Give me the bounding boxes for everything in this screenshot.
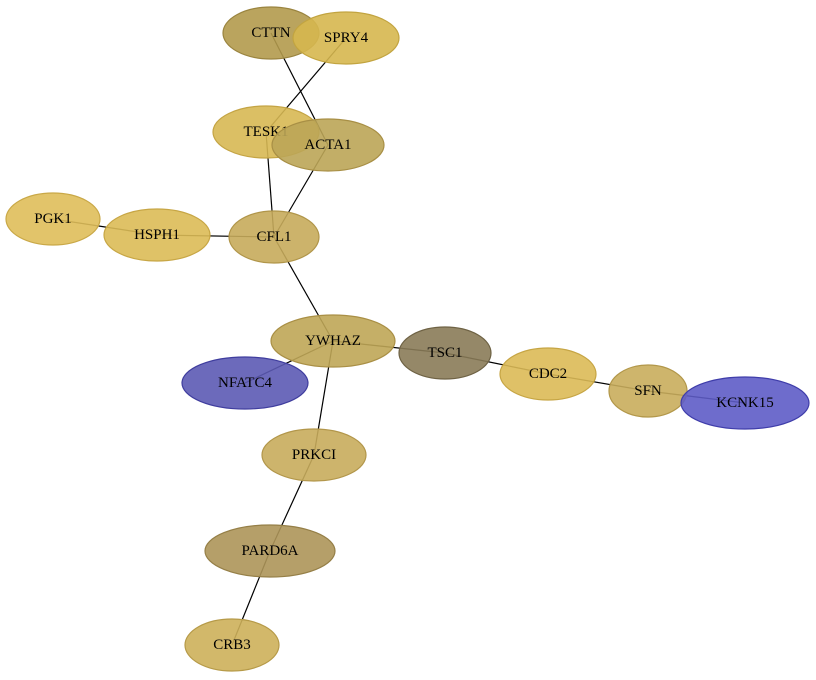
node-pard6a[interactable]: PARD6A: [204, 524, 336, 578]
node-label-ywhaz: YWHAZ: [305, 333, 361, 349]
node-tsc1[interactable]: TSC1: [398, 326, 492, 380]
node-crb3[interactable]: CRB3: [184, 618, 280, 672]
node-shape-crb3: [184, 618, 280, 672]
node-shape-cfl1: [228, 210, 320, 264]
node-shape-tsc1: [398, 326, 492, 380]
node-pgk1[interactable]: PGK1: [5, 192, 101, 246]
node-hsph1[interactable]: HSPH1: [103, 208, 211, 262]
node-shape-sfn: [608, 364, 688, 418]
node-shape-nfatc4: [181, 356, 309, 410]
node-shape-pard6a: [204, 524, 336, 578]
node-shape-ywhaz: [270, 314, 396, 368]
node-kcnk15[interactable]: KCNK15: [680, 376, 810, 430]
node-shape-kcnk15: [680, 376, 810, 430]
node-shape-acta1: [271, 118, 385, 172]
node-prkci[interactable]: PRKCI: [261, 428, 367, 482]
node-cfl1[interactable]: CFL1: [228, 210, 320, 264]
node-label-acta1: ACTA1: [304, 137, 351, 153]
node-sfn[interactable]: SFN: [608, 364, 688, 418]
node-label-prkci: PRKCI: [292, 447, 336, 463]
node-label-cttn: CTTN: [251, 25, 290, 41]
node-label-tsc1: TSC1: [427, 345, 462, 361]
node-label-cfl1: CFL1: [256, 229, 291, 245]
node-shape-spry4: [292, 11, 400, 65]
node-label-pgk1: PGK1: [34, 211, 72, 227]
node-label-nfatc4: NFATC4: [218, 375, 272, 391]
edges-layer: [52, 32, 746, 646]
node-shape-cdc2: [499, 347, 597, 401]
node-label-pard6a: PARD6A: [242, 543, 299, 559]
node-nfatc4[interactable]: NFATC4: [181, 356, 309, 410]
node-label-cdc2: CDC2: [529, 366, 567, 382]
node-label-crb3: CRB3: [213, 637, 251, 653]
node-ywhaz[interactable]: YWHAZ: [270, 314, 396, 368]
node-cdc2[interactable]: CDC2: [499, 347, 597, 401]
node-shape-prkci: [261, 428, 367, 482]
node-label-hsph1: HSPH1: [134, 227, 180, 243]
node-shape-pgk1: [5, 192, 101, 246]
node-label-spry4: SPRY4: [324, 30, 369, 46]
node-label-kcnk15: KCNK15: [716, 395, 774, 411]
node-label-sfn: SFN: [634, 383, 662, 399]
node-spry4[interactable]: SPRY4: [292, 11, 400, 65]
node-acta1[interactable]: ACTA1: [271, 118, 385, 172]
node-shape-hsph1: [103, 208, 211, 262]
